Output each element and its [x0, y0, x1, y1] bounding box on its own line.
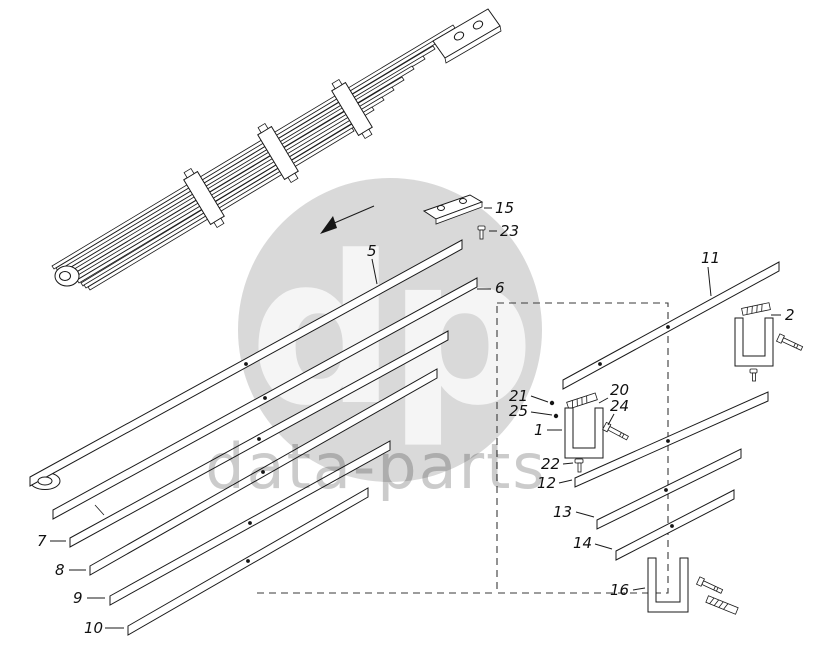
- callout-1-label: 1: [534, 421, 544, 439]
- callout-16-leader: [632, 587, 646, 591]
- leaf-11: [562, 261, 780, 390]
- callout-25-leader: [530, 411, 553, 416]
- callouts: 5 6 7 8 9 10 11 2 15 23 21 25 20 24 1 22: [37, 199, 795, 637]
- bolt-near-16: [695, 576, 724, 594]
- part-22-bolt: [574, 458, 584, 473]
- callout-6-label: 6: [495, 279, 505, 297]
- callout-12-leader: [558, 479, 573, 484]
- callout-21-leader: [530, 395, 549, 403]
- callout-21-label: 21: [509, 387, 528, 405]
- leaf-14: [615, 489, 735, 561]
- spring-assembly: [51, 8, 502, 291]
- callout-20-label: 20: [610, 381, 629, 399]
- watermark-text: data-parts: [205, 430, 546, 503]
- leaf-13: [596, 448, 742, 530]
- callout-12-label: 12: [537, 474, 556, 492]
- callout-23-label: 23: [500, 222, 519, 240]
- part-21-washer: [549, 400, 555, 406]
- callout-5-label: 5: [367, 242, 377, 260]
- callout-15-label: 15: [495, 199, 514, 217]
- spring-clamp: [183, 167, 225, 229]
- spring-end-plate: [432, 8, 502, 64]
- leaf-5: [29, 239, 463, 490]
- callout-13-leader: [575, 511, 595, 518]
- leaf-12: [574, 391, 769, 488]
- pointer-arrow-icon: [320, 205, 375, 234]
- part-15-plate: [422, 194, 484, 225]
- part-1-clamp: [564, 407, 604, 459]
- callout-25-label: 25: [509, 402, 528, 420]
- callout-13-label: 13: [553, 503, 572, 521]
- callout-5-leader: [371, 258, 378, 285]
- part-25-washer: [553, 413, 559, 419]
- callout-9-label: 9: [73, 589, 83, 607]
- callout-10-label: 10: [84, 619, 103, 637]
- part-20-pin: [566, 392, 598, 410]
- dashed-boundary: [257, 302, 669, 594]
- callout-7-label: 7: [37, 532, 47, 550]
- callout-14-label: 14: [573, 534, 592, 552]
- callout-11-label: 11: [701, 249, 720, 267]
- callout-24-leader: [607, 413, 615, 426]
- leaf-8: [89, 368, 438, 576]
- leaf-10: [127, 487, 369, 636]
- part-24-bolt: [602, 421, 629, 441]
- spring-clamp: [257, 122, 299, 184]
- pin-near-16: [705, 595, 739, 615]
- leaf-9: [109, 440, 391, 606]
- callout-2-label: 2: [785, 306, 795, 324]
- callout-22-label: 22: [541, 455, 560, 473]
- callout-20-leader: [598, 397, 609, 404]
- callout-22-leader: [562, 462, 574, 465]
- callout-11-leader: [707, 266, 712, 297]
- small-bolt-upper-right: [749, 368, 758, 382]
- leaf-7: [69, 330, 449, 548]
- callout-24-label: 24: [610, 397, 629, 415]
- part-16-clamp: [647, 557, 689, 613]
- spring-eye-hole: [59, 271, 71, 281]
- callout-14-leader: [594, 543, 613, 550]
- leaf-6: [52, 277, 478, 520]
- spring-clamp: [331, 78, 373, 140]
- dashed-rectangle: [496, 302, 669, 594]
- callout-8-label: 8: [55, 561, 65, 579]
- bolt-upper-right: [775, 333, 804, 351]
- part-2-pin: [741, 302, 771, 316]
- part-23-bolt: [477, 225, 486, 240]
- clamp-upper-right: [734, 317, 774, 367]
- callout-16-label: 16: [610, 581, 629, 599]
